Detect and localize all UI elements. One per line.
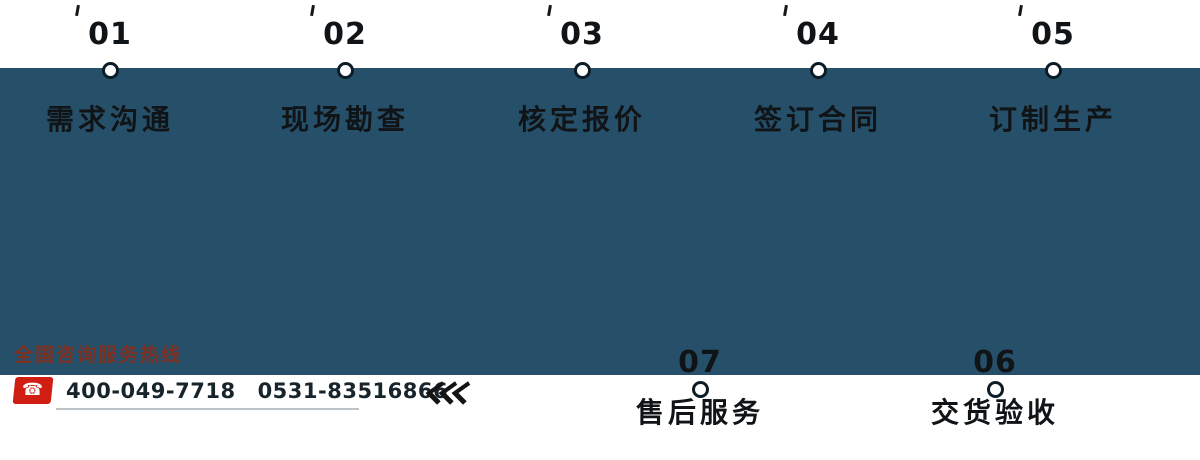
process-band-background [0,68,1200,375]
divider-line [56,408,359,410]
tick-mark-icon [310,4,315,17]
step-number: 04 [796,17,840,52]
tick-mark-icon [783,4,788,17]
step-marker-dot-icon [573,62,591,79]
step-number: 01 [88,17,132,52]
hotline-title: 全国咨询服务热线 [14,344,183,366]
step-marker-dot-icon [336,62,354,79]
process-step-01: 01 需求沟通 [0,0,220,136]
step-label: 签订合同 [753,103,882,136]
step-number: 03 [560,17,604,52]
process-step-05: 05 订制生产 [943,0,1163,136]
step-label: 售后服务 [635,396,764,429]
phone-number-secondary: 0531-83516866 [257,378,449,403]
hotline-row: ☎ 400-049-7718 0531-83516866 [12,377,449,404]
step-marker-dot-icon [1044,62,1062,79]
phone-number-primary: 400-049-7718 [66,378,236,403]
tick-mark-icon [547,4,552,17]
step-number: 07 [678,345,722,380]
process-step-06: 06 交货验收 [885,348,1105,429]
step-label: 核定报价 [517,103,646,136]
step-marker-dot-icon [691,381,709,398]
tick-mark-icon [1018,4,1023,17]
step-label: 需求沟通 [45,103,174,136]
step-label: 订制生产 [988,103,1117,136]
step-label: 交货验收 [930,396,1059,429]
step-number: 05 [1031,17,1075,52]
process-step-07: 07 售后服务 [590,348,810,429]
step-marker-dot-icon [986,381,1004,398]
step-number: 02 [323,17,367,52]
left-chevrons-icon [425,381,471,405]
process-step-03: 03 核定报价 [472,0,692,136]
phone-icon: ☎ [12,377,54,404]
tick-mark-icon [75,4,80,17]
step-number: 06 [973,345,1017,380]
step-marker-dot-icon [809,62,827,79]
phone-glyph: ☎ [22,380,44,400]
hotline-block: 全国咨询服务热线 ☎ 400-049-7718 0531-83516866 [12,340,449,410]
step-label: 现场勘查 [280,103,409,136]
process-step-04: 04 签订合同 [708,0,928,136]
step-marker-dot-icon [101,62,119,79]
process-step-02: 02 现场勘查 [235,0,455,136]
